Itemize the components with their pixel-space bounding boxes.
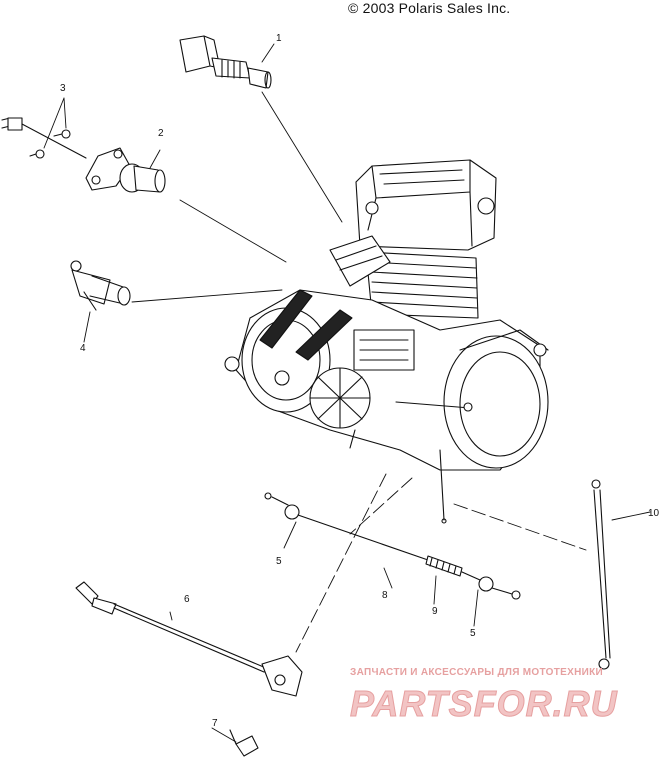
- leader-lines: [43, 43, 651, 743]
- watermark-logo-text: PARTSFOR.RU: [350, 683, 618, 724]
- watermark-tagline: ЗАПЧАСТИ И АКСЕССУАРЫ ДЛЯ МОТОТЕХНИКИ: [350, 667, 603, 678]
- part-7-clip: [229, 729, 259, 757]
- callout-1: 1: [276, 33, 282, 44]
- callout-7: 7: [212, 718, 218, 729]
- part-2-housing: [85, 147, 166, 193]
- callout-8: 8: [382, 590, 388, 601]
- callout-2: 2: [158, 128, 164, 139]
- part-3-connector: [1, 117, 87, 159]
- callout-6: 6: [184, 594, 190, 605]
- copyright-text: © 2003 Polaris Sales Inc.: [348, 0, 511, 16]
- callout-3: 3: [60, 83, 66, 94]
- part-10-strap: [591, 479, 611, 670]
- part-4-switch: [70, 260, 131, 311]
- callout-5-right: 5: [470, 628, 476, 639]
- part-1-temp-sensor: [179, 35, 272, 89]
- callout-5-left: 5: [276, 556, 282, 567]
- watermark-logo: PARTSFOR.RU: [350, 683, 618, 725]
- callout-9: 9: [432, 606, 438, 617]
- part-8-cable: [264, 492, 521, 600]
- callout-4: 4: [80, 343, 86, 354]
- part-6-lead: [75, 581, 303, 697]
- callout-10: 10: [648, 508, 660, 519]
- engine-assembly: [224, 159, 549, 524]
